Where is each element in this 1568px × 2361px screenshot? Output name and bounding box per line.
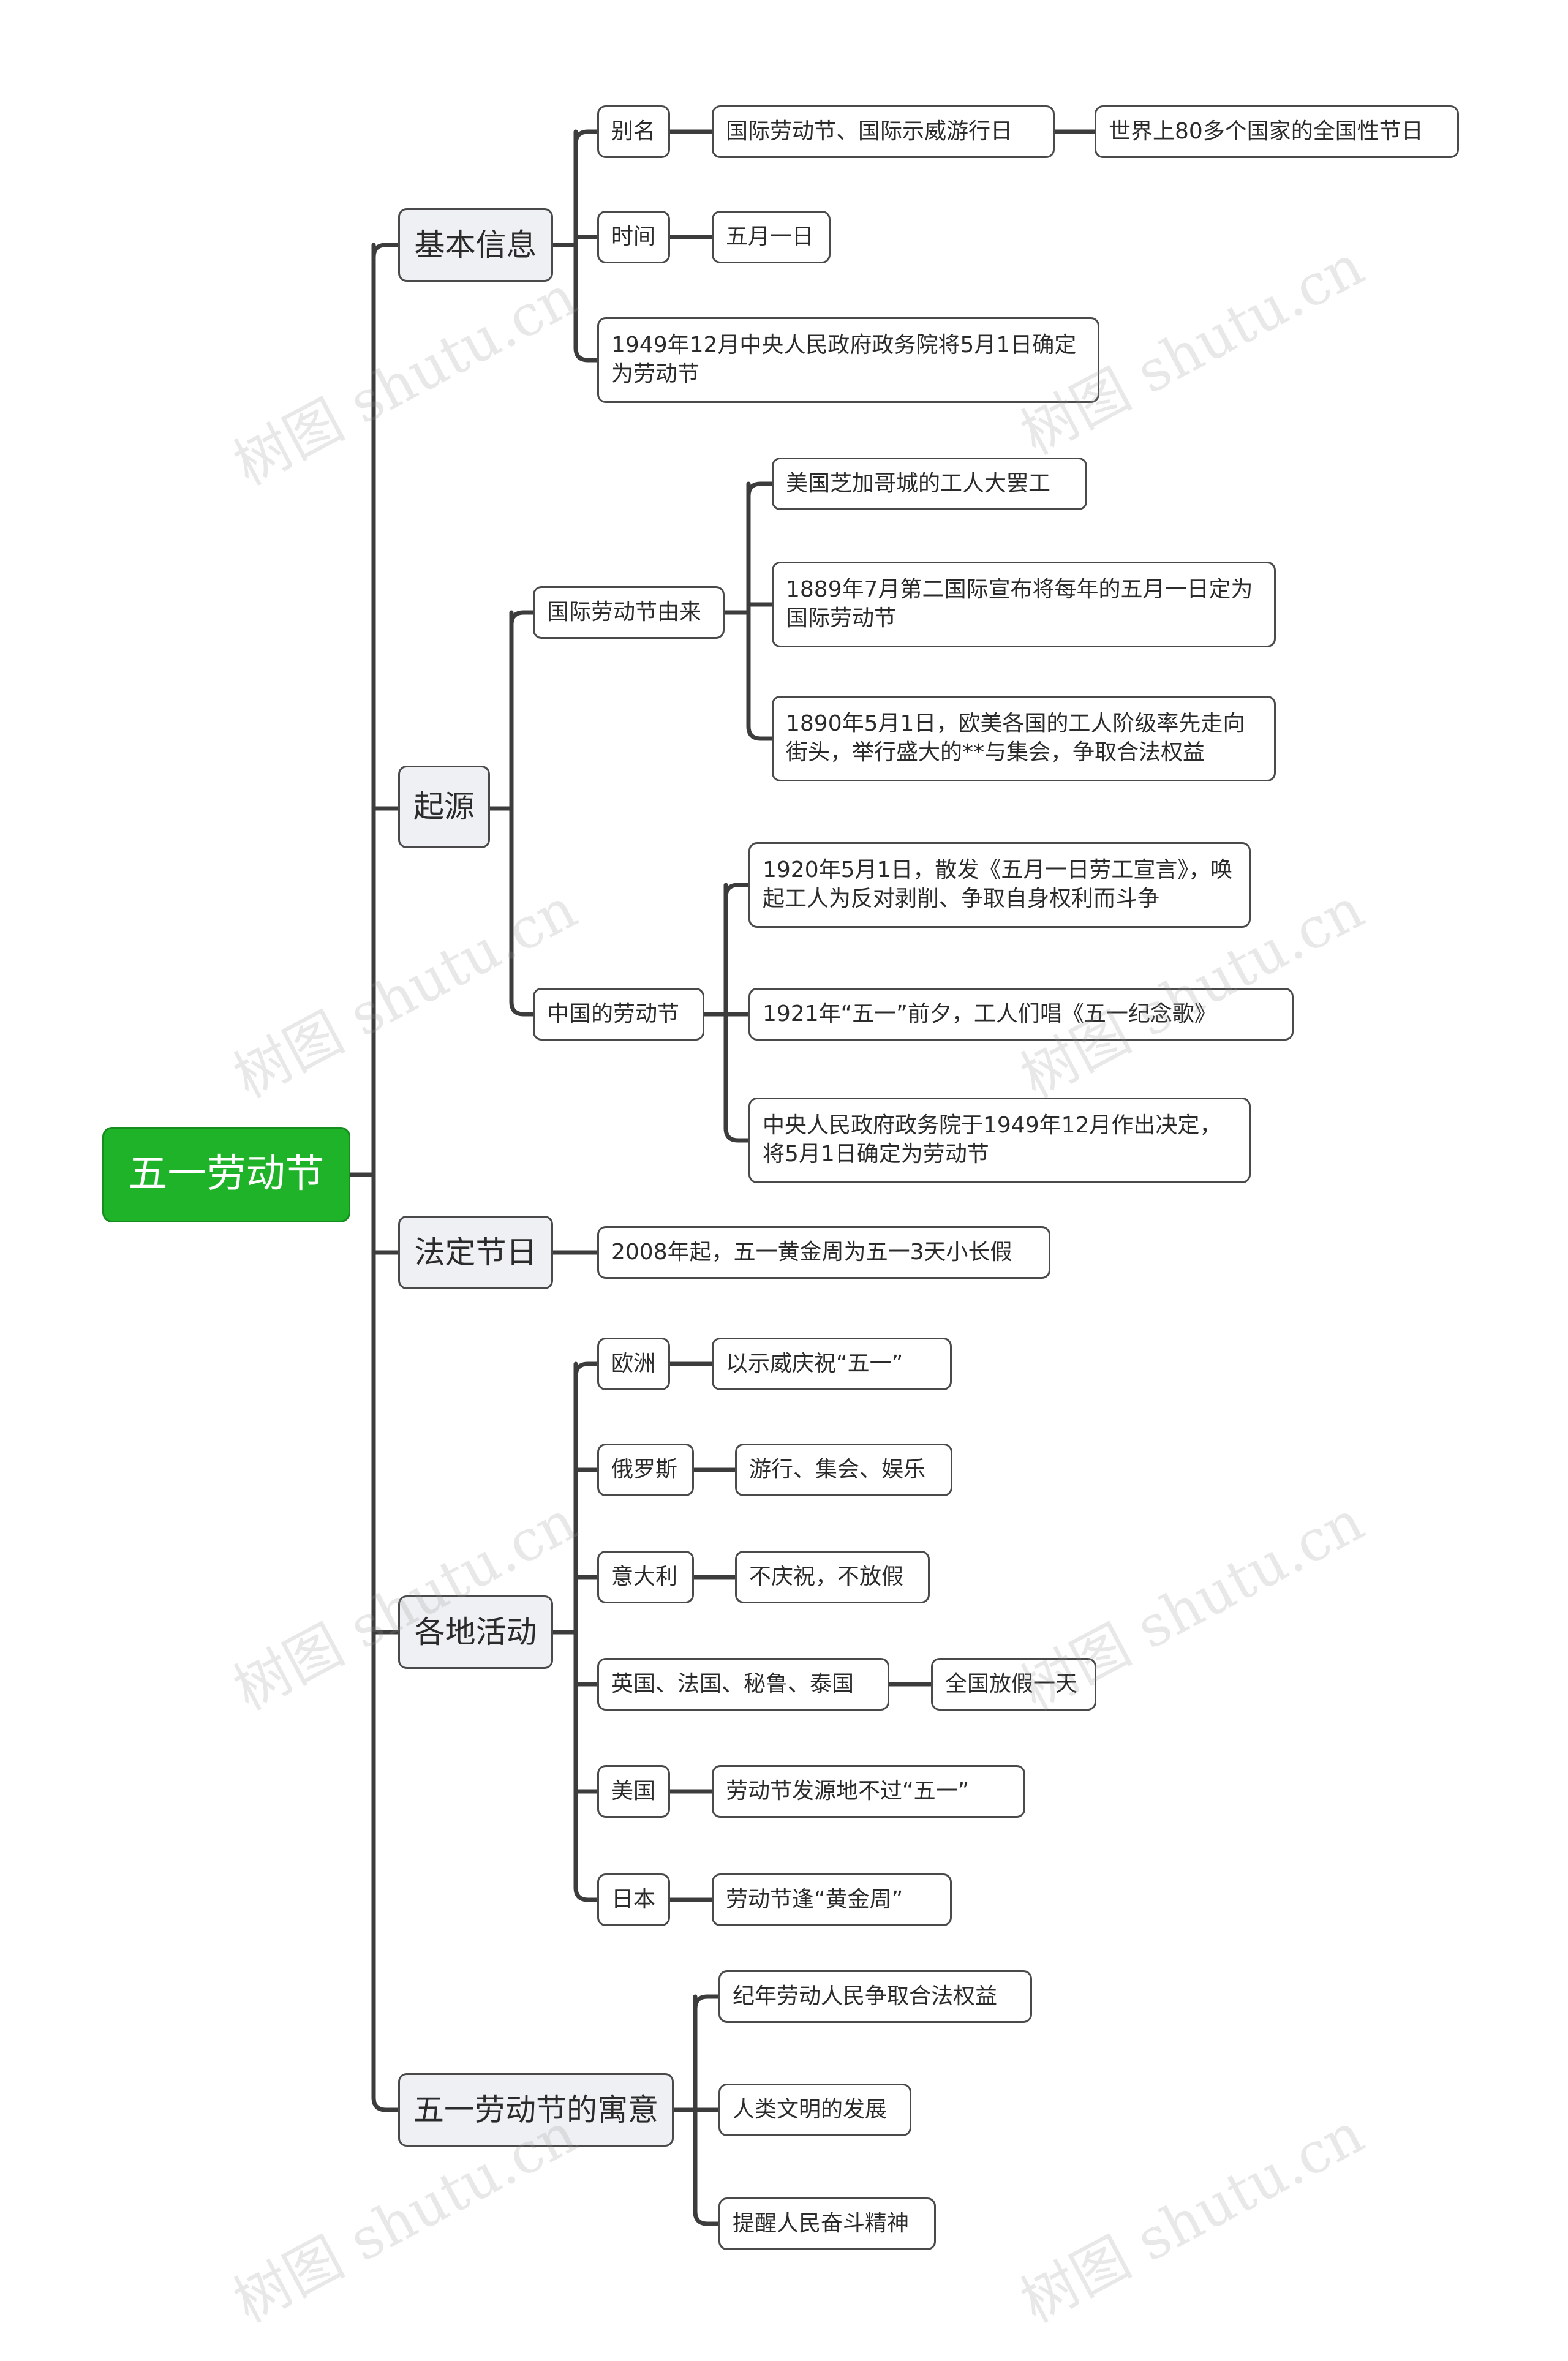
node-1920-manifesto[interactable]: 1920年5月1日，散发《五月一日劳工宣言》，唤起工人为反对剥削、争取自身权利而… [748,842,1251,928]
node-time[interactable]: 时间 [597,211,670,263]
node-uk-fr-pe-th-activity[interactable]: 全国放假一天 [931,1658,1096,1711]
node-meaning-civilization[interactable]: 人类文明的发展 [718,2084,911,2136]
node-italy[interactable]: 意大利 [597,1551,694,1603]
node-1949-decree[interactable]: 1949年12月中央人民政府政务院将5月1日确定为劳动节 [597,317,1099,403]
node-usa[interactable]: 美国 [597,1765,670,1818]
branch-statutory-holiday[interactable]: 法定节日 [398,1216,553,1289]
branch-origin[interactable]: 起源 [398,766,490,848]
node-europe[interactable]: 欧洲 [597,1338,670,1390]
node-chicago-strike[interactable]: 美国芝加哥城的工人大罢工 [772,458,1087,510]
node-japan-activity[interactable]: 劳动节逢“黄金周” [712,1873,952,1926]
branch-meaning[interactable]: 五一劳动节的寓意 [398,2073,674,2147]
branch-basic-info[interactable]: 基本信息 [398,208,553,282]
node-time-value[interactable]: 五月一日 [712,211,831,263]
node-meaning-spirit[interactable]: 提醒人民奋斗精神 [718,2197,936,2250]
node-japan[interactable]: 日本 [597,1873,670,1926]
node-1949-decision[interactable]: 中央人民政府政务院于1949年12月作出决定，将5月1日确定为劳动节 [748,1098,1251,1183]
node-1921-song[interactable]: 1921年“五一”前夕，工人们唱《五一纪念歌》 [748,988,1294,1041]
node-1890-march[interactable]: 1890年5月1日，欧美各国的工人阶级率先走向街头，举行盛大的**与集会，争取合… [772,696,1276,781]
node-italy-activity[interactable]: 不庆祝，不放假 [735,1551,930,1603]
node-usa-activity[interactable]: 劳动节发源地不过“五一” [712,1765,1025,1818]
node-china-labor-day[interactable]: 中国的劳动节 [533,988,704,1041]
branch-regional-activities[interactable]: 各地活动 [398,1595,553,1669]
node-alias-note[interactable]: 世界上80多个国家的全国性节日 [1095,105,1459,158]
root-node[interactable]: 五一劳动节 [102,1127,350,1222]
node-uk-fr-pe-th[interactable]: 英国、法国、秘鲁、泰国 [597,1658,889,1711]
node-russia[interactable]: 俄罗斯 [597,1444,694,1496]
node-international-origin[interactable]: 国际劳动节由来 [533,586,725,639]
node-meaning-rights[interactable]: 纪年劳动人民争取合法权益 [718,1970,1032,2023]
node-russia-activity[interactable]: 游行、集会、娱乐 [735,1444,952,1496]
node-alias-names[interactable]: 国际劳动节、国际示威游行日 [712,105,1055,158]
node-2008-holiday[interactable]: 2008年起，五一黄金周为五一3天小长假 [597,1226,1050,1279]
node-europe-activity[interactable]: 以示威庆祝“五一” [712,1338,952,1390]
node-1889-declaration[interactable]: 1889年7月第二国际宣布将每年的五月一日定为国际劳动节 [772,562,1276,647]
node-alias[interactable]: 别名 [597,105,670,158]
